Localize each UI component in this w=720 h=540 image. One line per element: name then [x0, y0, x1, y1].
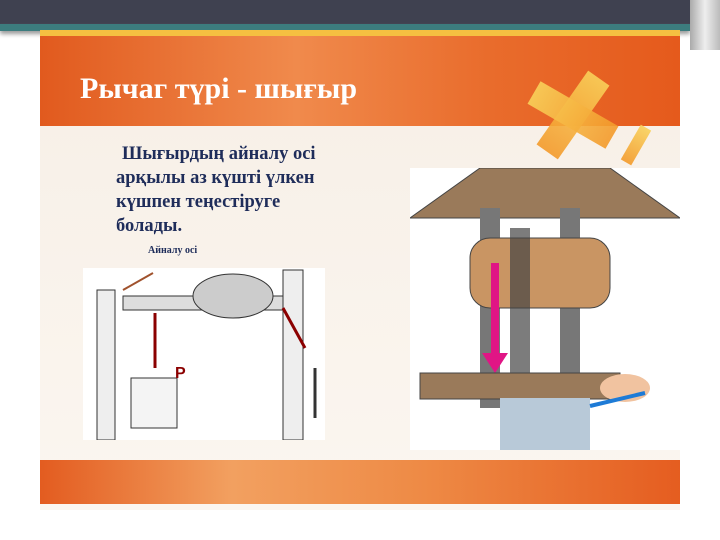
body-line: болады. — [116, 216, 183, 236]
decorative-star — [620, 124, 652, 166]
winch-diagram: P F — [83, 268, 342, 441]
body-line: арқылы аз күшті үлкен — [116, 168, 315, 188]
force-p-label: P — [175, 365, 186, 382]
slide-footer-band — [40, 460, 680, 504]
slide-body: Шығырдың айналу осі арқылы аз күшті үлке… — [116, 142, 356, 238]
well-illustration — [408, 167, 682, 450]
body-line: күшпен теңестіруге — [116, 192, 281, 212]
slide-title: Рычаг түрі - шығыр — [80, 72, 358, 105]
slide: Рычаг түрі - шығыр Шығырдың айналу осі а… — [40, 30, 682, 510]
window-top-bar — [0, 0, 720, 24]
edge-decoration — [690, 0, 720, 50]
winch-drawing: P F — [96, 269, 342, 441]
body-line: Шығырдың айналу осі — [122, 144, 316, 164]
accent-stripe — [0, 24, 690, 31]
well-drawing — [408, 167, 682, 450]
axis-label: Айналу осі — [148, 245, 198, 256]
